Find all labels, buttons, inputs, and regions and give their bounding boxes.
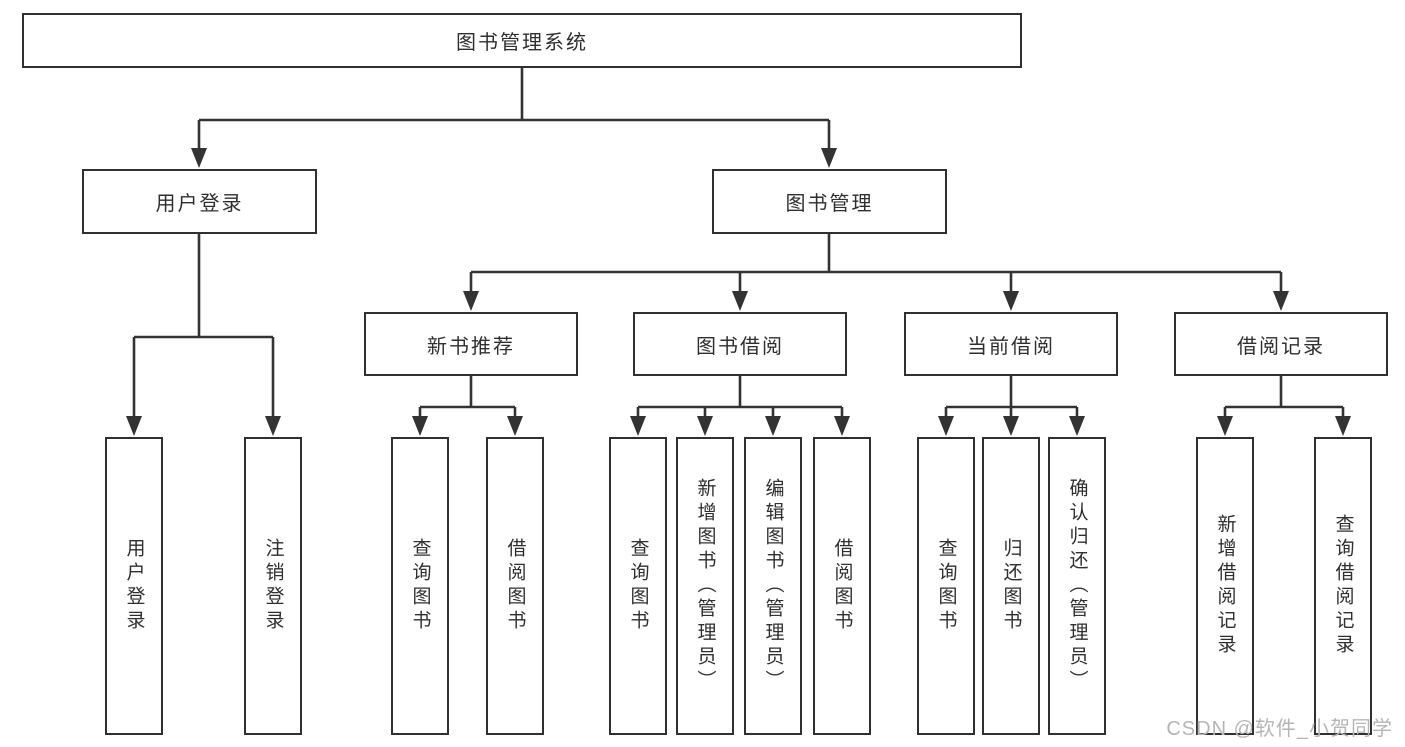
node-label: 确认归还（管理员）	[1066, 478, 1088, 694]
node-label: 查询图书	[409, 538, 431, 634]
connector-mgmt-to-level3	[463, 234, 1289, 311]
connector-root-to-level2	[191, 68, 837, 168]
node-label: 新增借阅记录	[1214, 514, 1236, 658]
leaf-add-book-admin: 新增图书（管理员）	[676, 437, 734, 735]
node-label: 新书推荐	[427, 335, 515, 358]
node-label: 查询图书	[627, 538, 649, 634]
node-label: 借阅图书	[831, 538, 853, 634]
leaf-borrow-book-recommend: 借阅图书	[486, 437, 544, 735]
connector-records-to-leaves	[1217, 376, 1351, 436]
leaf-query-book-current: 查询图书	[917, 437, 975, 735]
connector-recommend-to-leaves	[412, 376, 523, 436]
node-borrow-records: 借阅记录	[1174, 312, 1388, 376]
node-label: 用户登录	[155, 193, 244, 215]
leaf-logout: 注销登录	[244, 437, 302, 735]
leaf-user-login: 用户登录	[105, 437, 163, 735]
leaf-return-book: 归还图书	[982, 437, 1040, 735]
leaf-query-book-borrow: 查询图书	[609, 437, 667, 735]
csdn-watermark: CSDN @软件_小贺同学	[1166, 718, 1393, 740]
node-label: 归还图书	[1000, 538, 1022, 634]
leaf-query-book-recommend: 查询图书	[391, 437, 449, 735]
node-book-borrow: 图书借阅	[633, 312, 847, 376]
leaf-query-borrow-record: 查询借阅记录	[1314, 437, 1372, 735]
connector-bookborrow-to-leaves	[630, 376, 850, 436]
leaf-borrow-book: 借阅图书	[813, 437, 871, 735]
connector-currentborrow-to-leaves	[938, 376, 1085, 436]
node-label: 借阅记录	[1237, 335, 1325, 358]
node-label: 借阅图书	[504, 538, 526, 634]
node-label: 用户登录	[123, 538, 145, 634]
connector-userlogin-to-leaves	[126, 234, 281, 436]
node-label: 图书借阅	[696, 335, 784, 358]
leaf-add-borrow-record: 新增借阅记录	[1196, 437, 1254, 735]
node-root-system: 图书管理系统	[22, 13, 1022, 68]
node-label: 注销登录	[262, 538, 284, 634]
node-label: 图书管理系统	[456, 32, 588, 54]
node-label: 图书管理	[785, 193, 874, 215]
node-user-login: 用户登录	[82, 169, 317, 234]
leaf-edit-book-admin: 编辑图书（管理员）	[744, 437, 802, 735]
node-new-book-recommend: 新书推荐	[364, 312, 578, 376]
leaf-confirm-return-admin: 确认归还（管理员）	[1048, 437, 1106, 735]
node-label: 当前借阅	[967, 335, 1055, 358]
node-label: 查询图书	[935, 538, 957, 634]
node-book-management: 图书管理	[712, 169, 947, 234]
node-current-borrow: 当前借阅	[904, 312, 1118, 376]
node-label: 编辑图书（管理员）	[762, 478, 784, 694]
node-label: 新增图书（管理员）	[694, 478, 716, 694]
node-label: 查询借阅记录	[1332, 514, 1354, 658]
